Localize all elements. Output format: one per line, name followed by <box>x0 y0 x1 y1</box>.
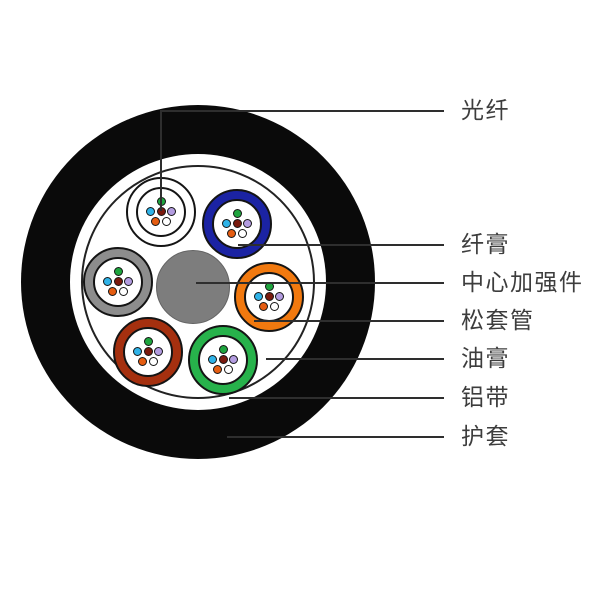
fiber-dot-cyan <box>254 292 263 301</box>
fiber-dot-white <box>162 216 171 226</box>
fiber-dot-orange <box>151 216 160 226</box>
fiber-dot-cyan <box>208 355 217 364</box>
leader-line-loose-tube <box>254 320 444 322</box>
tube-gel-area <box>93 257 143 307</box>
tube-gel-area <box>123 327 173 377</box>
label-optical-fiber: 光纤 <box>461 98 510 124</box>
label-loose-tube: 松套管 <box>461 308 535 334</box>
leader-line-optical-fiber <box>160 110 444 112</box>
fiber-dot-violet <box>275 292 284 301</box>
leader-line-central-strength-member <box>196 282 444 284</box>
tube-gel-area <box>198 335 248 385</box>
fiber-dot-green <box>143 336 153 346</box>
fiber-dot-maroon <box>264 292 274 301</box>
leader-line-filling-gel <box>266 358 444 360</box>
fiber-dot-white <box>224 364 233 374</box>
fiber-dot-white <box>270 301 279 311</box>
label-filling-gel: 油膏 <box>461 346 510 372</box>
fiber-dot-orange <box>227 228 236 238</box>
tube-gel-area <box>244 272 294 322</box>
fiber-dot-violet <box>154 347 163 356</box>
central-strength-member-circle <box>156 250 230 324</box>
label-central-strength-member: 中心加强件 <box>461 270 584 296</box>
fiber-dot-maroon <box>143 347 153 356</box>
fiber-dot-green <box>232 208 242 218</box>
leader-line-sheath <box>227 436 444 438</box>
label-fiber-gel: 纤膏 <box>461 232 510 258</box>
fiber-dot-maroon <box>232 219 242 228</box>
label-sheath: 护套 <box>461 424 510 450</box>
loose-tube-green <box>188 325 258 395</box>
fiber-dot-cyan <box>133 347 142 356</box>
leader-line-aluminum-tape <box>229 397 444 399</box>
fiber-dot-cyan <box>222 219 231 228</box>
loose-tube-red <box>113 317 183 387</box>
fiber-dot-white <box>119 286 128 296</box>
fiber-dot-orange <box>138 356 147 366</box>
fiber-dot-violet <box>167 207 176 216</box>
fiber-dot-green <box>218 344 228 354</box>
fiber-dot-orange <box>213 364 222 374</box>
fiber-dot-cyan <box>103 277 112 286</box>
fiber-dot-white <box>149 356 158 366</box>
leader-line-optical-fiber-vertical <box>160 111 162 211</box>
fiber-dot-orange <box>108 286 117 296</box>
fiber-dot-maroon <box>218 355 228 364</box>
label-aluminum-tape: 铝带 <box>461 385 510 411</box>
fiber-dot-violet <box>229 355 238 364</box>
fiber-dot-white <box>238 228 247 238</box>
loose-tube-blue <box>202 189 272 259</box>
loose-tube-gray <box>83 247 153 317</box>
fiber-dot-cyan <box>146 207 155 216</box>
fiber-dot-violet <box>124 277 133 286</box>
fiber-dot-maroon <box>113 277 123 286</box>
fiber-dot-green <box>113 266 123 276</box>
leader-line-fiber-gel <box>238 244 444 246</box>
fiber-dot-violet <box>243 219 252 228</box>
tube-gel-area <box>212 199 262 249</box>
fiber-dot-orange <box>259 301 268 311</box>
